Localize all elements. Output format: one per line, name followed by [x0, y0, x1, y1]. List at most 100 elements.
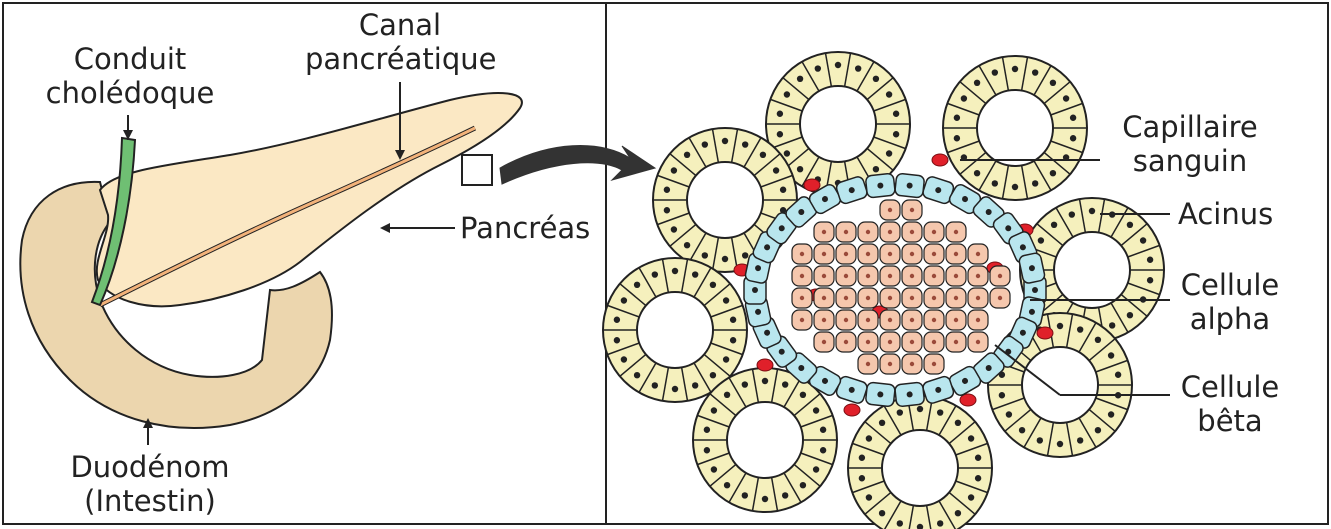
alpha-cell-nucleus	[877, 182, 884, 189]
acinus-cell-wall	[1046, 422, 1055, 457]
acinus-nucleus	[814, 65, 822, 72]
acinus-nucleus	[670, 167, 678, 174]
beta-cell-nucleus	[909, 207, 915, 213]
acinus-cell-wall	[1043, 81, 1071, 105]
acinus-cell-wall	[1095, 359, 1128, 373]
acinus-cell-wall	[619, 283, 647, 307]
acinus-5	[602, 257, 748, 403]
pointer-beta	[994, 344, 1061, 396]
beta-cell-nucleus	[931, 339, 937, 345]
acinus-nucleus	[865, 494, 873, 501]
acinus-cell-wall	[824, 52, 833, 87]
label-duodenum: Duodénom (Intestin)	[45, 450, 255, 518]
acinus-cell-wall	[703, 353, 731, 377]
beta-cell-31	[835, 287, 857, 309]
acinus-nucleus	[953, 114, 961, 121]
acinus-cell-wall	[688, 137, 707, 168]
acinus-nucleus	[741, 381, 749, 388]
acinus-nucleus	[1050, 221, 1058, 229]
acinus-nucleus	[854, 65, 862, 72]
label-duodenum-line1: Duodénom	[70, 450, 230, 484]
beta-cell-7	[901, 221, 923, 243]
acinus-6	[987, 312, 1133, 458]
beta-cell-nucleus	[909, 295, 915, 301]
acinus-nucleus	[973, 169, 981, 177]
alpha-cell-nucleus	[755, 308, 762, 315]
beta-cell-21	[835, 265, 857, 287]
acinus-cell-wall	[1110, 207, 1129, 238]
acinus-nucleus	[710, 466, 718, 473]
beta-cell-nucleus	[865, 251, 871, 257]
acinus-cell-wall	[955, 442, 988, 456]
acinus-cell-wall	[657, 212, 690, 226]
beta-cell-36	[945, 287, 967, 309]
acinus-nucleus	[683, 241, 691, 249]
acinus-cell-wall	[978, 65, 997, 96]
acinus-cell-wall	[1097, 198, 1106, 233]
acinus-cell-wall	[607, 342, 640, 356]
acinus-nucleus	[1056, 440, 1064, 448]
acinus-nucleus	[709, 371, 717, 379]
acinus-cell-wall	[801, 156, 820, 187]
beta-cell-nucleus	[931, 251, 937, 257]
capillary-8	[959, 393, 977, 407]
alpha-cell-nucleus	[1028, 265, 1035, 272]
beta-cell-59	[923, 353, 945, 375]
acinus-nucleus	[892, 131, 900, 138]
acinus-cell-wall	[743, 137, 762, 168]
acinus-cell-wall	[947, 140, 980, 154]
beta-cell-nucleus	[865, 361, 871, 367]
label-canal-pancreatique: Canal pancréatique	[305, 8, 496, 76]
acinus-nucleus	[613, 316, 621, 323]
beta-cell-30	[813, 287, 835, 309]
acinus-7	[692, 367, 838, 513]
beta-cell-15	[901, 243, 923, 265]
acinus-nucleus	[1126, 311, 1134, 319]
beta-cell-nucleus	[799, 317, 805, 323]
beta-cell-4	[835, 221, 857, 243]
alpha-cell-nucleus	[1028, 308, 1035, 315]
alpha-cell-nucleus	[1019, 244, 1026, 251]
acinus-nucleus	[796, 75, 804, 83]
beta-cell-38	[989, 287, 1011, 309]
acinus-nucleus	[729, 316, 737, 323]
beta-cell-nucleus	[953, 229, 959, 235]
acinus-nucleus	[779, 186, 787, 193]
panel-islet	[605, 2, 1329, 525]
acinus-cell-wall	[697, 414, 730, 428]
alpha-cell-21	[808, 183, 842, 215]
acinus-cell-wall	[680, 367, 689, 402]
alpha-cell-nucleus	[755, 265, 762, 272]
beta-cell-nucleus	[843, 229, 849, 235]
acinus-lumen	[881, 429, 959, 507]
beta-cell-nucleus	[953, 339, 959, 345]
beta-cell-nucleus	[953, 317, 959, 323]
acinus-cell-wall	[1050, 102, 1083, 116]
acinus-cell-wall	[801, 61, 820, 92]
beta-cell-nucleus	[975, 273, 981, 279]
acinus-cell-wall	[864, 421, 892, 445]
beta-cell-2	[901, 199, 923, 221]
acinus-nucleus	[1088, 207, 1096, 215]
capillary-2	[803, 178, 821, 192]
alpha-cell-nucleus	[778, 225, 785, 232]
beta-cells-group	[791, 199, 1011, 375]
acinus-cell-wall	[693, 362, 712, 393]
alpha-cell-nucleus	[752, 287, 758, 293]
acinus-nucleus	[651, 382, 659, 389]
acinus-cell-wall	[688, 232, 707, 263]
acinus-cell-wall	[908, 505, 915, 529]
beta-cell-nucleus	[909, 273, 915, 279]
alpha-cell-nucleus	[848, 386, 855, 393]
beta-cell-17	[945, 243, 967, 265]
beta-cell-nucleus	[909, 251, 915, 257]
alpha-cell-8	[894, 381, 925, 407]
acinus-nucleus	[834, 61, 842, 69]
beta-cell-nucleus	[843, 251, 849, 257]
beta-cell-nucleus	[865, 317, 871, 323]
beta-cell-6	[879, 221, 901, 243]
acinus-cell-wall	[703, 283, 731, 307]
label-beta-line2: bêta	[1197, 404, 1263, 438]
